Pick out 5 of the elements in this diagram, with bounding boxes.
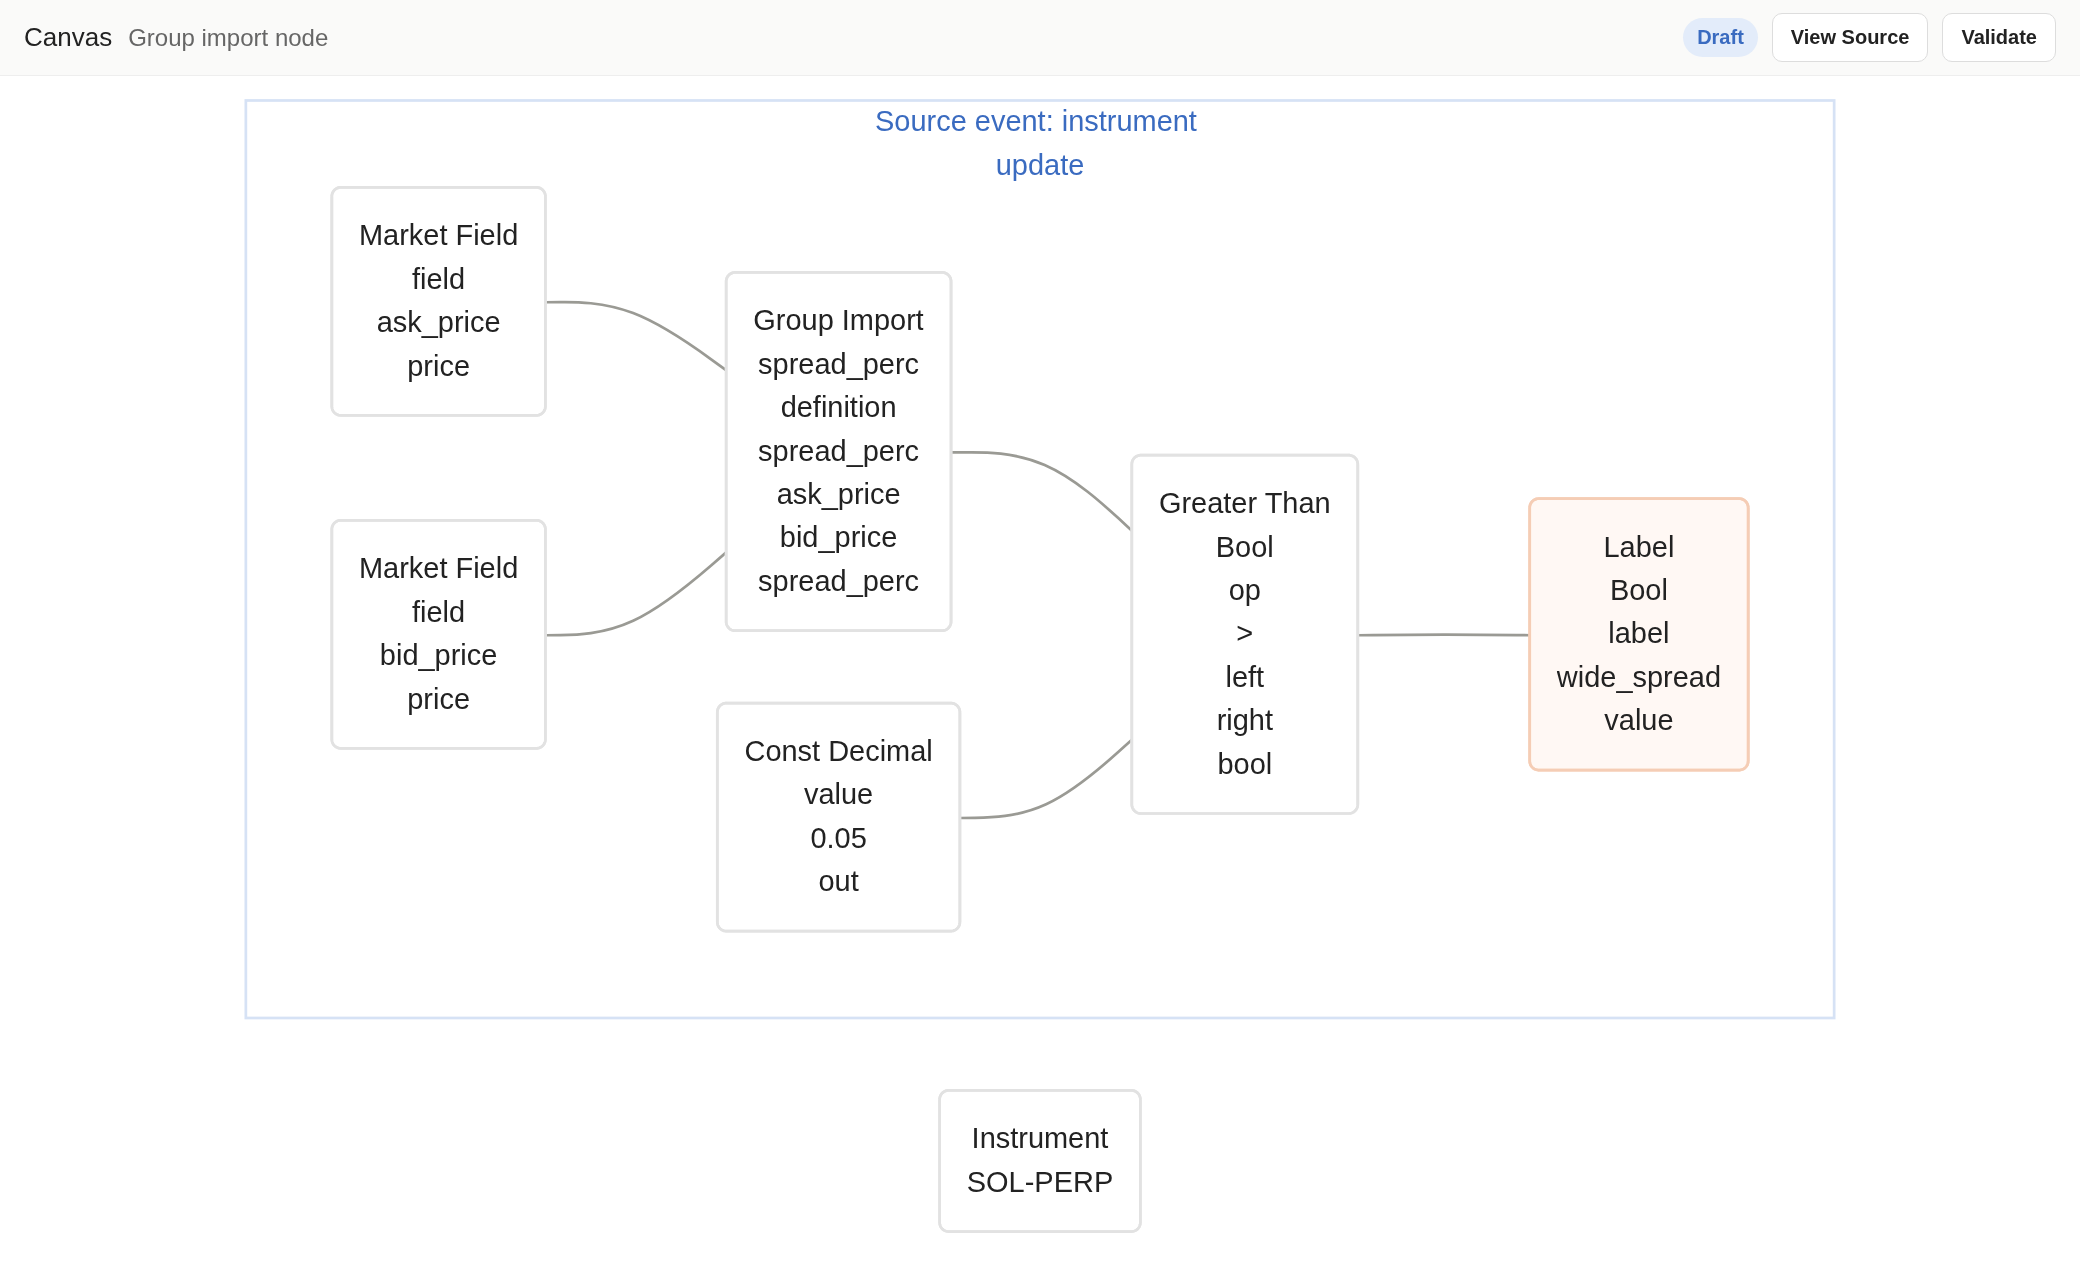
view-source-button: View Source: [1771, 13, 1929, 62]
validate-button: Validate: [1942, 13, 2056, 62]
page-title: Canvas: [24, 22, 113, 53]
status-badge: Draft: [1683, 18, 1758, 57]
page-subtitle: Group import node: [128, 23, 329, 51]
